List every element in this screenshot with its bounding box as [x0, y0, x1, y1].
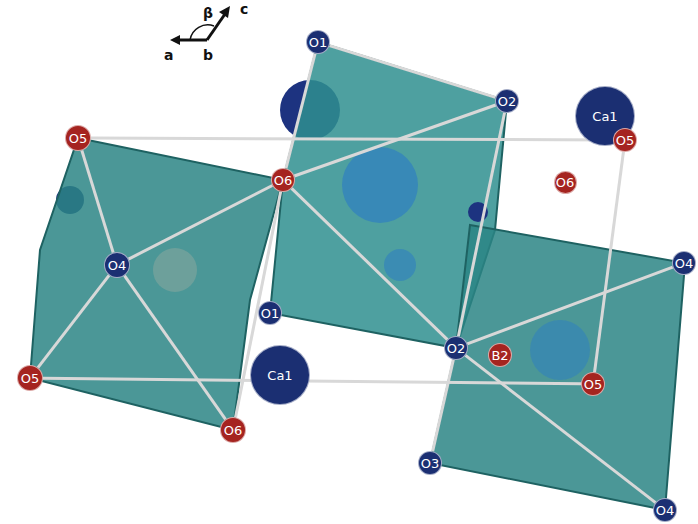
octahedron [30, 138, 283, 430]
atom-label: O2 [498, 95, 517, 108]
axis-label: c [240, 2, 248, 16]
atom-circle: O6 [554, 171, 577, 194]
bond-line [124, 276, 225, 420]
atom-circle: O5 [17, 365, 43, 391]
atom-circle: O2 [495, 89, 519, 113]
atom-label: O4 [108, 259, 127, 272]
atom-circle: B2 [488, 343, 512, 367]
atom-circle: O5 [65, 125, 91, 151]
boron-sphere [384, 249, 416, 281]
atom-label: Ca1 [267, 369, 292, 382]
bond-line [38, 275, 109, 367]
octahedron [430, 225, 685, 510]
atom-circle: O6 [220, 417, 246, 443]
atom-label: O4 [656, 504, 675, 517]
atom-label: O5 [584, 378, 603, 391]
atom-label: O5 [21, 372, 40, 385]
bond-line [329, 46, 495, 98]
atom-label: O2 [447, 342, 466, 355]
bond-line [467, 267, 673, 344]
atom-label: O3 [421, 457, 440, 470]
bond-line [129, 185, 273, 259]
atom-circle: O6 [271, 168, 295, 192]
atom-circle: O1 [306, 30, 330, 54]
atom-label: O5 [616, 134, 635, 147]
atom-circle: O4 [672, 251, 696, 275]
atom-label: O6 [556, 176, 575, 189]
bond-line [595, 152, 624, 372]
axis-arrows [170, 6, 230, 45]
bond-line [91, 138, 613, 140]
axis-label: β [203, 6, 213, 20]
bond-line [286, 54, 315, 169]
atom-label: O5 [69, 132, 88, 145]
bond-line [433, 360, 454, 452]
atom-label: Ca1 [592, 110, 617, 123]
atom-circle: O2 [444, 336, 468, 360]
atom-label: O6 [224, 424, 243, 437]
atom-circle: Ca1 [250, 345, 310, 405]
bond-line [465, 355, 655, 502]
atom-label: O1 [309, 36, 328, 49]
axis-label: a [164, 48, 173, 62]
atom-circle: O1 [258, 301, 282, 325]
atom-circle: O3 [418, 451, 442, 475]
atom-circle: O5 [581, 372, 605, 396]
atom-circle: O4 [653, 498, 677, 522]
boron-sphere [342, 147, 418, 223]
atom-label: O6 [274, 174, 293, 187]
bond-line [292, 188, 448, 339]
atom-circle: O4 [104, 252, 130, 278]
bond-line [82, 150, 113, 252]
atom-label: O1 [261, 307, 280, 320]
bond-line [294, 105, 495, 176]
atom-label: B2 [491, 349, 508, 362]
boron-sphere [153, 248, 197, 292]
axis-label: b [203, 48, 213, 62]
boron-sphere [530, 320, 590, 380]
atom-circle: O5 [613, 128, 637, 152]
atom-label: O4 [675, 257, 694, 270]
bond-line [458, 113, 504, 336]
